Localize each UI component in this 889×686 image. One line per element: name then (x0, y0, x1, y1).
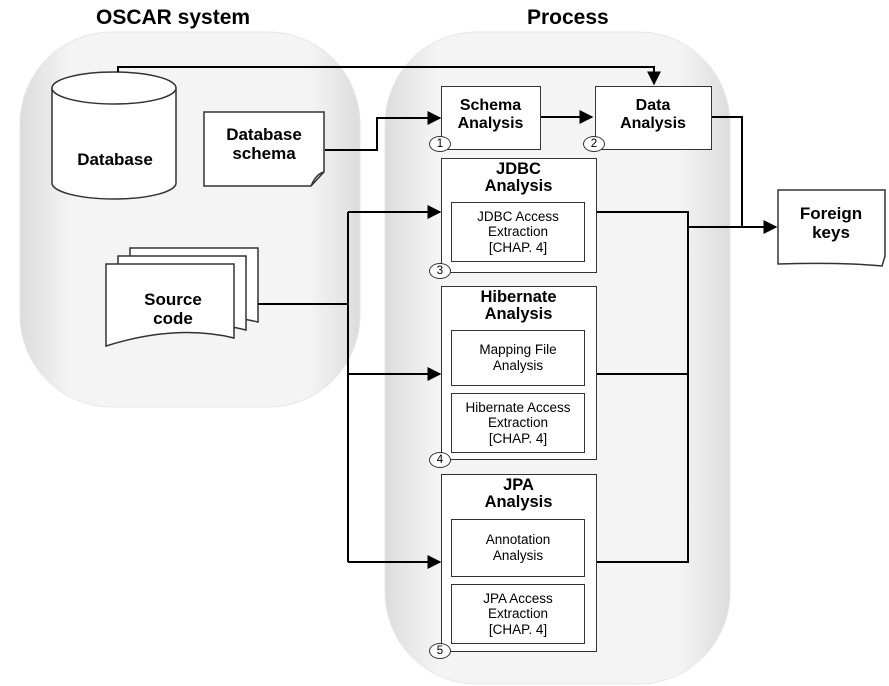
jdbc-analysis-title: JDBC Analysis (484, 160, 553, 195)
foreign-keys-label: Foreign keys (799, 204, 863, 243)
data-analysis-label: Data Analysis (620, 97, 686, 132)
jpa-analysis-title: JPA Analysis (484, 476, 553, 511)
step-number-4: 4 (429, 452, 451, 468)
annotation-analysis-box[interactable]: Annotation Analysis (451, 519, 585, 577)
source-code-label: Source code (144, 290, 202, 329)
jdbc-analysis-box[interactable]: JDBC Analysis JDBC Access Extraction [CH… (441, 158, 597, 273)
hibernate-analysis-title: Hibernate Analysis (480, 288, 557, 323)
jpa-out (597, 227, 689, 563)
data-analysis-box[interactable]: Data Analysis (595, 86, 712, 150)
foreign-keys-doc (777, 189, 886, 267)
step-number-5: 5 (429, 643, 451, 659)
jpa-access-extraction-box[interactable]: JPA Access Extraction [CHAP. 4] (451, 584, 585, 644)
schema-analysis-box[interactable]: Schema Analysis (441, 86, 541, 150)
database-cylinder (51, 71, 177, 200)
database-label: Database (77, 150, 153, 169)
hibernate-access-extraction-box[interactable]: Hibernate Access Extraction [CHAP. 4] (451, 393, 585, 453)
step-number-2: 2 (583, 136, 605, 152)
jdbc-access-extraction-box[interactable]: JDBC Access Extraction [CHAP. 4] (451, 202, 585, 262)
data-to-fk (712, 116, 743, 227)
schema-analysis-label: Schema Analysis (457, 97, 524, 132)
step-number-3: 3 (429, 263, 451, 279)
hibernate-analysis-box[interactable]: Hibernate Analysis Mapping File Analysis… (441, 286, 597, 460)
process-title: Process (527, 6, 609, 29)
jdbc-out (597, 211, 689, 227)
mapping-file-analysis-box[interactable]: Mapping File Analysis (451, 330, 585, 386)
source-code-docs (105, 247, 259, 348)
db-to-data-connector (117, 66, 661, 86)
oscar-system-title: OSCAR system (96, 6, 251, 29)
database-schema-label: Database schema (226, 125, 302, 164)
step-number-1: 1 (429, 136, 451, 152)
schema-to-analysis-connector (325, 111, 442, 151)
jpa-analysis-box[interactable]: JPA Analysis Annotation Analysis JPA Acc… (441, 474, 597, 652)
database-schema-doc (203, 111, 325, 187)
